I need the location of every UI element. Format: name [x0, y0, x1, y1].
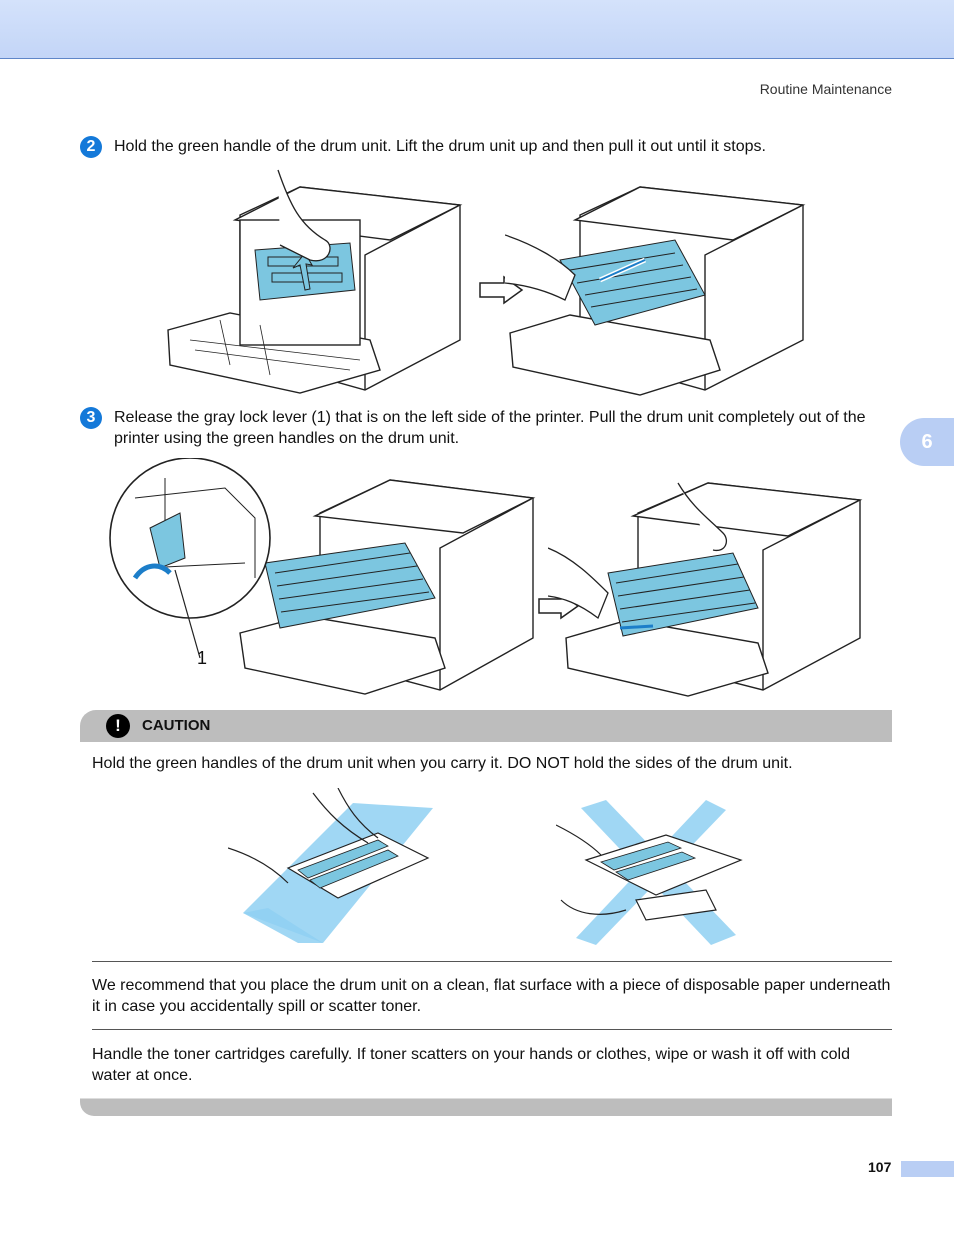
note-paragraph: Handle the toner cartridges carefully. I…: [92, 1046, 851, 1084]
printer-lift-drum-illustration: [167, 169, 463, 394]
step-text: Hold the green handle of the drum unit. …: [114, 138, 766, 155]
section-title: Routine Maintenance: [759, 81, 892, 97]
page-number: 107: [868, 1159, 892, 1175]
printer-drum-pulled-out-illustration: [548, 482, 863, 697]
printer-remove-drum-with-lever-illustration: 1: [109, 458, 536, 695]
lock-lever-callout-label: 1: [197, 648, 207, 668]
top-header-band: [0, 0, 954, 59]
caution-header-bar: ! CAUTION: [80, 710, 892, 742]
step-text: Release the gray lock lever (1) that is …: [114, 409, 866, 447]
printer-pull-drum-illustration: [505, 186, 806, 396]
exclamation-icon: !: [106, 714, 130, 738]
step-number-badge: 3: [80, 407, 102, 429]
caution-text: Hold the green handles of the drum unit …: [92, 755, 793, 772]
chapter-tab[interactable]: 6: [900, 418, 954, 466]
caution-label: CAUTION: [142, 717, 211, 734]
caution-footer-bar: [80, 1098, 892, 1116]
correct-carry-drum-illustration: [228, 788, 433, 943]
note-paragraph: We recommend that you place the drum uni…: [92, 977, 891, 1015]
divider: [92, 961, 892, 962]
incorrect-carry-drum-illustration: [556, 800, 743, 945]
page-number-tab: [901, 1161, 954, 1177]
step-number-badge: 2: [80, 136, 102, 158]
divider: [92, 1029, 892, 1030]
